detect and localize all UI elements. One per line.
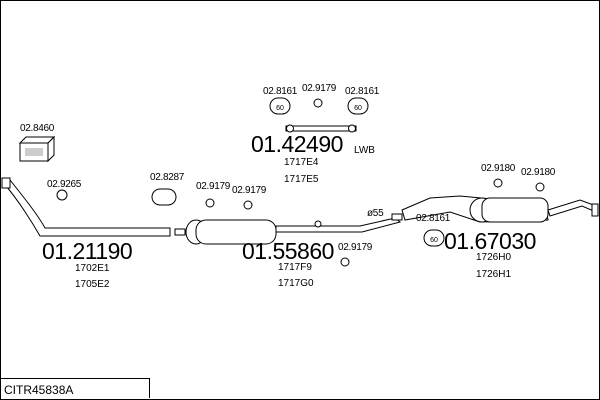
oem-code: 1726H1 <box>476 269 512 280</box>
ref-label: 02.8161 <box>345 86 380 97</box>
rubber-mount-icon <box>205 198 215 208</box>
catalogue-code-box: CITR45838A <box>0 378 150 398</box>
middle-silencer <box>174 217 402 245</box>
catalogue-code: CITR45838A <box>4 383 74 397</box>
part-number: 01.55860 <box>242 238 334 264</box>
part-number: 01.67030 <box>444 228 536 254</box>
intermediate-pipe <box>285 124 357 133</box>
oem-code: 1717E5 <box>284 174 319 185</box>
front-pipe <box>1 177 171 237</box>
ref-label: 02.8161 <box>416 213 451 224</box>
svg-text:60: 60 <box>354 105 362 112</box>
ref-label: 02.9179 <box>338 242 373 253</box>
ref-label: 02.9180 <box>481 163 516 174</box>
oem-code: 1717F9 <box>278 262 312 273</box>
ref-label: 02.9179 <box>232 185 267 196</box>
part-number: 01.42490 <box>251 131 343 157</box>
svg-text:60: 60 <box>430 237 438 244</box>
rubber-mount-icon <box>493 178 503 188</box>
oem-code: 1705E2 <box>75 279 110 290</box>
clamp-icon <box>151 188 177 206</box>
clamp-icon: 60 <box>423 229 445 247</box>
rear-silencer <box>391 195 599 223</box>
ref-label: 02.9179 <box>196 181 231 192</box>
rubber-mount-icon <box>340 257 350 267</box>
clamp-icon: 60 <box>269 97 291 115</box>
ref-label: 02.9179 <box>302 83 337 94</box>
oem-code: 1717G0 <box>278 278 314 289</box>
ref-label: 02.9265 <box>47 179 82 190</box>
svg-text:60: 60 <box>276 105 284 112</box>
ref-label: 02.9180 <box>521 167 556 178</box>
part-number: 01.21190 <box>42 238 133 264</box>
oem-code: 1702E1 <box>75 263 110 274</box>
diameter-label: ø55 <box>367 208 384 219</box>
rubber-mount-icon <box>243 200 253 210</box>
ref-label: 02.8460 <box>20 123 55 134</box>
ref-label: 02.8161 <box>263 86 298 97</box>
gasket-kit-icon <box>18 135 56 163</box>
oem-code: 1717E4 <box>284 157 319 168</box>
clamp-icon: 60 <box>347 97 369 115</box>
ref-label: 02.8287 <box>150 172 185 183</box>
oem-code: 1726H0 <box>476 252 512 263</box>
wheelbase-note: LWB <box>354 145 375 156</box>
rubber-mount-icon <box>535 182 545 192</box>
rubber-mount-icon <box>313 98 323 108</box>
